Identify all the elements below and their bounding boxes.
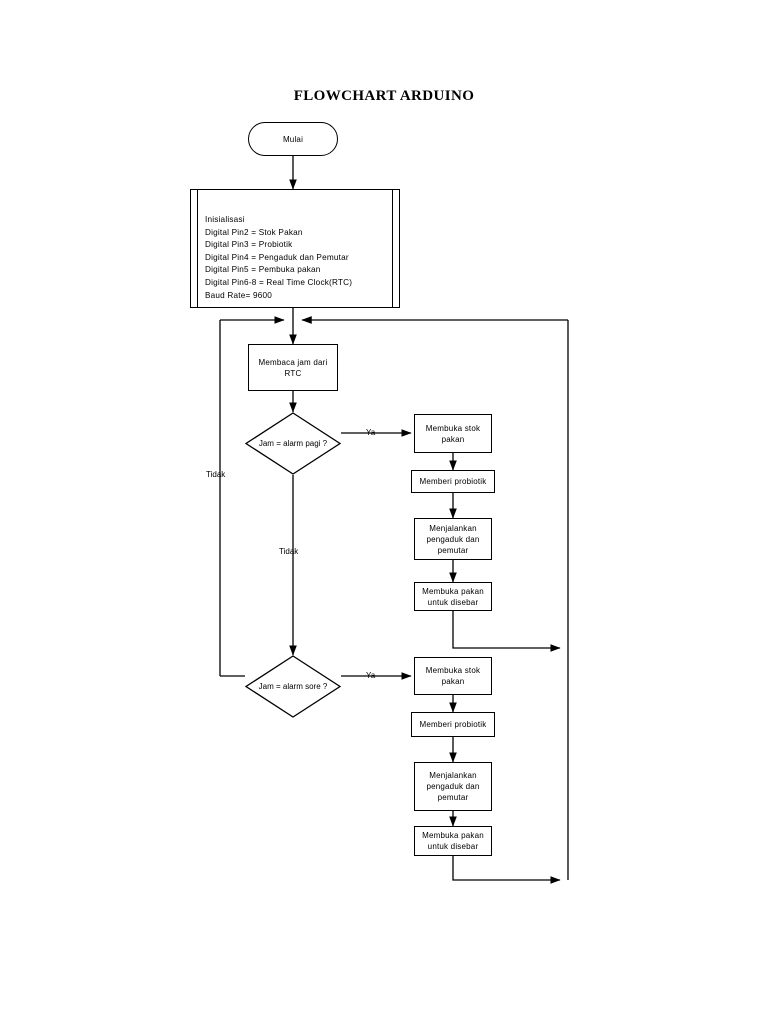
node-decision-morning-label: Jam = alarm pagi ? — [258, 439, 328, 448]
node-morning-step-1[interactable]: Membuka stok pakan — [414, 414, 492, 453]
node-morning-step-2[interactable]: Memberi probiotik — [411, 470, 495, 493]
node-evening-step-1[interactable]: Membuka stok pakan — [414, 657, 492, 695]
node-start[interactable]: Mulai — [248, 122, 338, 156]
node-evening-step-2[interactable]: Memberi probiotik — [411, 712, 495, 737]
decision-morning-shape — [244, 412, 342, 475]
initbox-inner-right-rule — [392, 190, 393, 307]
init-line-5: Digital Pin6-8 = Real Time Clock(RTC) — [205, 277, 353, 287]
edge-label-evening-yes: Ya — [366, 671, 376, 680]
node-read-rtc-label: Membaca jam dari RTC — [258, 357, 328, 378]
init-heading: Inisialisasi — [205, 215, 245, 224]
edge-label-morning-no-left: Tidak — [206, 470, 226, 479]
node-morning-step-3-label: Menjalankan pengaduk dan pemutar — [426, 523, 480, 555]
node-evening-step-4[interactable]: Membuka pakan untuk disebar — [414, 826, 492, 856]
init-line-3: Digital Pin4 = Pengaduk dan Pemutar — [205, 252, 349, 262]
init-line-6: Baud Rate= 9600 — [205, 290, 272, 300]
initbox-inner-left-rule — [197, 190, 198, 307]
node-morning-step-1-label: Membuka stok pakan — [425, 423, 481, 444]
node-evening-step-3-label: Menjalankan pengaduk dan pemutar — [426, 771, 480, 802]
edge-label-morning-no-down: Tidak — [279, 547, 299, 556]
node-evening-step-1-label: Membuka stok pakan — [425, 666, 481, 686]
init-line-1: Digital Pin2 = Stok Pakan — [205, 227, 303, 237]
node-decision-morning[interactable]: Jam = alarm pagi ? — [244, 412, 342, 475]
node-evening-step-4-label: Membuka pakan untuk disebar — [422, 831, 484, 851]
init-line-2: Digital Pin3 = Probiotik — [205, 240, 293, 250]
edge-morning-out-to-loop — [452, 611, 561, 652]
page-title: FLOWCHART ARDUINO — [293, 88, 475, 104]
decision-evening-shape — [244, 655, 342, 718]
edge-label-morning-yes: Ya — [366, 428, 376, 437]
node-morning-step-4[interactable]: Membuka pakan untuk disebar — [414, 582, 492, 611]
node-evening-step-3[interactable]: Menjalankan pengaduk dan pemutar — [414, 762, 492, 811]
node-decision-evening-label: Jam = alarm sore ? — [258, 682, 328, 691]
init-line-4: Digital Pin5 = Pembuka pakan — [205, 265, 321, 275]
node-morning-step-4-label: Membuka pakan untuk disebar — [422, 586, 484, 607]
node-initialization[interactable]: Inisialisasi Digital Pin2 = Stok Pakan D… — [190, 189, 400, 308]
node-morning-step-2-label: Memberi probiotik — [419, 477, 487, 486]
node-morning-step-3[interactable]: Menjalankan pengaduk dan pemutar — [414, 518, 492, 560]
edge-evening-out-to-loop — [452, 856, 561, 884]
node-start-label: Mulai — [282, 134, 304, 144]
node-decision-evening[interactable]: Jam = alarm sore ? — [244, 655, 342, 718]
node-read-rtc[interactable]: Membaca jam dari RTC — [248, 344, 338, 391]
node-initialization-text: Inisialisasi Digital Pin2 = Stok Pakan D… — [205, 214, 352, 302]
node-evening-step-2-label: Memberi probiotik — [419, 720, 487, 729]
